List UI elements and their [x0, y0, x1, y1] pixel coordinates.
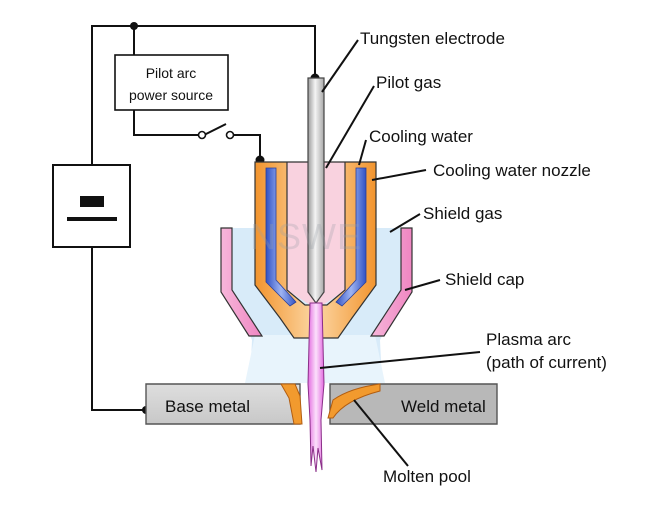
pilot-power-label-line2: power source: [129, 87, 213, 103]
leader-pilot-gas: [325, 85, 375, 169]
label-cooling-water: Cooling water: [369, 127, 473, 146]
wire-pilot-to-switch: [133, 110, 200, 136]
label-shield-cap: Shield cap: [445, 270, 524, 289]
battery-positive-plate: [67, 217, 117, 221]
cooling-water-channel-right: [335, 167, 367, 307]
switch-blade: [203, 123, 227, 136]
pilot-power-label-line1: Pilot arc: [146, 65, 197, 81]
leader-cooling-water: [358, 139, 367, 166]
leader-shield-gas: [389, 213, 421, 233]
shield-cap-right: [369, 227, 413, 337]
battery-negative-plate: [80, 196, 104, 207]
wire-switch-to-nozzle: [232, 134, 261, 160]
molten-pool-right: [327, 383, 381, 419]
label-cooling-water-nozzle: Cooling water nozzle: [433, 161, 591, 180]
label-base-metal: Base metal: [165, 397, 250, 416]
leader-molten-pool: [353, 399, 409, 467]
label-tungsten-electrode: Tungsten electrode: [360, 29, 505, 48]
label-weld-metal: Weld metal: [401, 397, 486, 416]
circuit: [91, 25, 316, 411]
leader-shield-cap: [404, 279, 441, 291]
label-shield-gas: Shield gas: [423, 204, 502, 223]
shield-cap-left: [220, 227, 264, 337]
label-plasma-arc-line2: (path of current): [486, 353, 607, 372]
leader-cooling-water-nozzle: [371, 169, 427, 181]
tungsten-electrode: [307, 77, 325, 305]
leader-tungsten-electrode: [321, 39, 359, 93]
wire-top: [91, 25, 316, 165]
watermark: NSWE: [250, 216, 362, 257]
label-pilot-gas: Pilot gas: [376, 73, 441, 92]
switch-contacts: [197, 130, 235, 140]
plasma-arc: [307, 302, 325, 473]
leader-lines: [319, 39, 481, 467]
label-plasma-arc-line1: Plasma arc: [486, 330, 572, 349]
main-power-supply: [52, 164, 131, 248]
cooling-water-channel-left: [265, 167, 297, 307]
label-molten-pool: Molten pool: [383, 467, 471, 486]
leader-plasma-arc: [319, 351, 481, 369]
molten-pool-left: [280, 383, 303, 425]
wire-to-base-metal: [91, 247, 146, 411]
pilot-arc-power-source: Pilot arc power source: [114, 54, 229, 111]
